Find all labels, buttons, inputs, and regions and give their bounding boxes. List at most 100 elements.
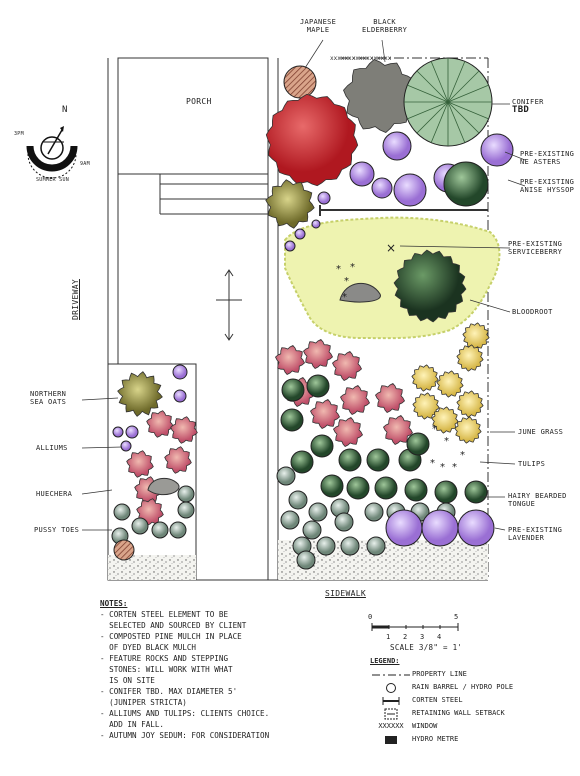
stepping-stone bbox=[296, 550, 316, 570]
legend-hydro-metre: HYDRO METRE bbox=[370, 733, 575, 746]
beardtongue bbox=[281, 378, 305, 402]
scale-text: SCALE 3/8" = 1' bbox=[390, 643, 463, 652]
note-line: - CORTEN STEEL ELEMENT TO BE bbox=[100, 610, 229, 619]
aster bbox=[382, 131, 412, 161]
beardtongue bbox=[320, 474, 344, 498]
june-grass bbox=[456, 344, 484, 372]
stepping-stone bbox=[340, 536, 360, 556]
aster bbox=[371, 177, 393, 199]
heuchera bbox=[302, 338, 334, 370]
june-grass bbox=[456, 390, 484, 418]
stepping-stone bbox=[308, 502, 328, 522]
legend-property-line: PROPERTY LINE bbox=[370, 668, 575, 681]
beardtongue bbox=[434, 480, 458, 504]
scale-tick-1: 1 bbox=[386, 633, 391, 641]
stepping-stone bbox=[288, 490, 308, 510]
rain-barrel bbox=[113, 539, 135, 561]
legend-corten-steel: CORTEN STEEL bbox=[370, 694, 575, 707]
tulip-star: * bbox=[452, 462, 457, 473]
bloom-star: * bbox=[336, 264, 341, 275]
stepping-stone bbox=[276, 466, 296, 486]
heuchera bbox=[374, 382, 406, 414]
tulip-star: * bbox=[460, 450, 465, 461]
left-rock bbox=[147, 477, 180, 496]
beardtongue bbox=[280, 408, 304, 432]
note-line: - ALLIUMS AND TULIPS: CLIENTS CHOICE. bbox=[100, 709, 270, 718]
maple-canopy bbox=[265, 93, 359, 187]
beardtongue bbox=[366, 448, 390, 472]
june-grass bbox=[411, 364, 439, 392]
japanese-maple bbox=[283, 65, 317, 99]
lavender bbox=[457, 509, 495, 547]
bloodroot bbox=[393, 249, 467, 323]
legend-retaining-wall: RETAINING WALL SETBACK bbox=[370, 707, 575, 720]
allium bbox=[172, 364, 188, 380]
tulip-star: * bbox=[444, 436, 449, 447]
rain-barrel-icon bbox=[370, 682, 412, 694]
conifer-spoke bbox=[447, 61, 466, 103]
aster bbox=[349, 161, 375, 187]
porch bbox=[117, 57, 269, 175]
beardtongue bbox=[306, 374, 330, 398]
june-grass bbox=[431, 406, 459, 434]
note-line: - CONIFER TBD. MAX DIAMETER 5' bbox=[100, 687, 238, 696]
heuchera bbox=[332, 416, 364, 448]
allium-small bbox=[294, 228, 306, 240]
pussy-toes bbox=[169, 521, 187, 539]
notes-lines: - CORTEN STEEL ELEMENT TO BE SELECTED AN… bbox=[100, 609, 330, 741]
bloom-star: * bbox=[342, 292, 347, 303]
note-line: - COMPOSTED PINE MULCH IN PLACE bbox=[100, 632, 242, 641]
label-pussy-toes: PUSSY TOES bbox=[34, 526, 80, 534]
heuchera bbox=[309, 398, 341, 430]
leader-lines bbox=[81, 39, 526, 531]
heuchera bbox=[339, 384, 371, 416]
driveway-arrow bbox=[216, 269, 242, 341]
heuchera bbox=[331, 350, 363, 382]
beardtongue bbox=[290, 450, 314, 474]
olive-shrub bbox=[265, 179, 315, 229]
serviceberry-area bbox=[284, 216, 501, 340]
legend-window: xxxxxx WINDOW bbox=[370, 720, 575, 733]
serviceberry-mark: × bbox=[386, 241, 396, 255]
legend: LEGEND: PROPERTY LINE RAIN BARREL / HYDR… bbox=[370, 655, 575, 746]
allium bbox=[120, 440, 132, 452]
legend-rain-barrel: RAIN BARREL / HYDRO POLE bbox=[370, 681, 575, 694]
note-line: ADD IN FALL. bbox=[100, 720, 165, 729]
lavender bbox=[385, 509, 423, 547]
conifer-spoke bbox=[407, 101, 449, 120]
beardtongue bbox=[338, 448, 362, 472]
sidewalk-label: SIDEWALK bbox=[325, 589, 366, 598]
conifer-spoke bbox=[416, 101, 449, 134]
beardtongue bbox=[374, 476, 398, 500]
property-line-icon bbox=[370, 672, 412, 678]
scale-tick-5: 5 bbox=[454, 613, 459, 621]
northern-sea-oats bbox=[117, 371, 163, 417]
pussy-toes bbox=[177, 501, 195, 519]
pussy-toes bbox=[151, 521, 169, 539]
bloom-star: * bbox=[350, 262, 355, 273]
note-line: - FEATURE ROCKS AND STEPPING bbox=[100, 654, 229, 663]
allium-small bbox=[284, 240, 296, 252]
note-line: - AUTUMN JOY SEDUM: FOR CONSIDERATION bbox=[100, 731, 270, 740]
stepping-stone bbox=[364, 502, 384, 522]
pussy-toes bbox=[131, 517, 149, 535]
feature-rock bbox=[339, 282, 381, 303]
allium bbox=[125, 425, 139, 439]
label-heuchera: HUECHERA bbox=[36, 490, 73, 498]
compass-summer-sun: SUMMER SUN bbox=[36, 177, 70, 183]
conifer-spoke bbox=[447, 84, 489, 103]
allium bbox=[112, 426, 124, 438]
label-tulips: TULIPS bbox=[518, 460, 546, 468]
allium bbox=[173, 389, 187, 403]
tulip-star: * bbox=[440, 462, 445, 473]
heuchera-left bbox=[164, 446, 192, 474]
scale-bar bbox=[371, 623, 459, 631]
stepping-stone bbox=[302, 520, 322, 540]
note-line: (JUNIPER STRICTA) bbox=[100, 698, 187, 707]
compass-9am: 9AM bbox=[80, 161, 90, 167]
